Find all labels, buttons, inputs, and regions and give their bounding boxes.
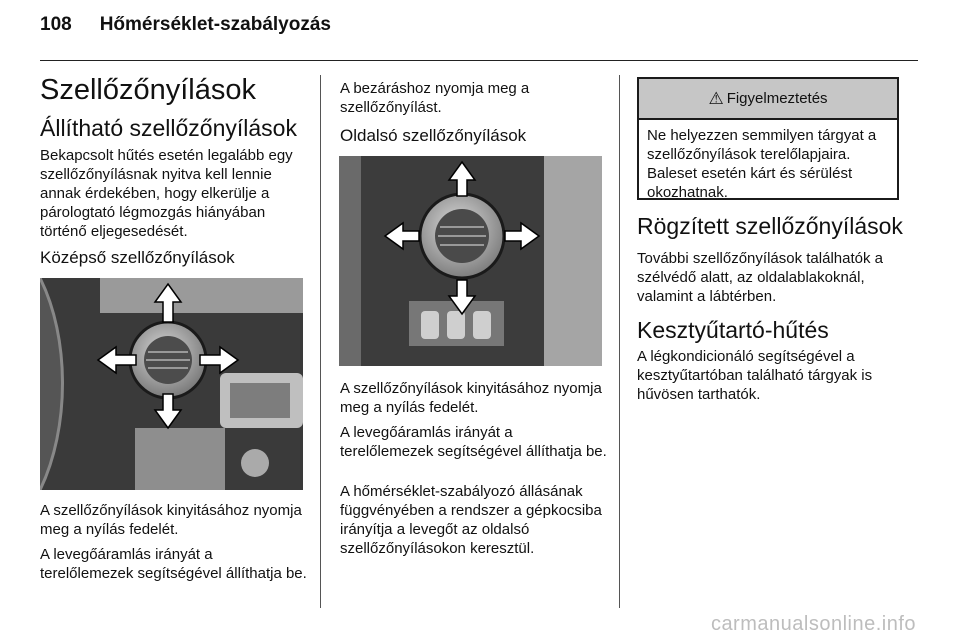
center-vent-figure bbox=[40, 278, 303, 490]
warning-header: ⚠ Figyelmeztetés bbox=[639, 79, 897, 120]
intro-paragraph: Bekapcsolt hűtés esetén legalább egy sze… bbox=[40, 147, 293, 240]
arrow-down-icon bbox=[447, 279, 477, 316]
column-divider-1 bbox=[320, 75, 321, 608]
section-heading: Szellőzőnyílások bbox=[40, 74, 256, 106]
center-open-paragraph: A szellőzőnyílások kinyitásához nyomja m… bbox=[40, 502, 302, 538]
arrow-down-icon bbox=[153, 393, 183, 430]
arrow-left-icon bbox=[96, 345, 137, 375]
fixed-vents-heading: Rögzített szellőzőnyílások bbox=[637, 213, 903, 239]
arrow-up-icon bbox=[447, 160, 477, 197]
watermark: carmanualsonline.info bbox=[710, 613, 916, 635]
side-direction-paragraph: A levegőáramlás irányát a terelőlemezek … bbox=[340, 424, 607, 460]
warning-box: ⚠ Figyelmeztetés Ne helyezzen semmilyen … bbox=[637, 77, 899, 201]
warning-body: Ne helyezzen semmilyen tárgyat a szellőz… bbox=[647, 127, 877, 201]
arrow-right-icon bbox=[199, 345, 240, 375]
warning-title: Figyelmeztetés bbox=[726, 90, 828, 107]
glovebox-paragraph: A légkondicionáló segítségével a kesztyű… bbox=[637, 348, 873, 403]
column-divider-2 bbox=[619, 75, 620, 608]
arrow-right-icon bbox=[504, 221, 541, 251]
side-vents-heading: Oldalsó szellőzőnyílások bbox=[340, 126, 527, 145]
header-rule bbox=[40, 60, 918, 61]
page-number: 108 bbox=[40, 14, 72, 35]
center-vents-heading: Középső szellőzőnyílások bbox=[40, 248, 235, 267]
arrow-left-icon bbox=[383, 221, 420, 251]
side-vent-figure bbox=[339, 156, 602, 366]
close-paragraph: A bezáráshoz nyomja meg a szellőzőnyílás… bbox=[340, 80, 530, 116]
warning-triangle-icon: ⚠ bbox=[708, 88, 724, 108]
temperature-paragraph: A hőmérséklet-szabályozó állásának függv… bbox=[340, 483, 602, 557]
side-open-paragraph: A szellőzőnyílások kinyitásához nyomja m… bbox=[340, 380, 602, 416]
subsection-heading: Állítható szellőzőnyílások bbox=[40, 115, 297, 141]
page-header: 108 Hőmérséklet-szabályozás bbox=[40, 14, 331, 36]
arrow-up-icon bbox=[153, 282, 183, 323]
fixed-vents-paragraph: További szellőzőnyílások találhatók a sz… bbox=[637, 250, 883, 305]
section-title: Hőmérséklet-szabályozás bbox=[99, 14, 331, 35]
glovebox-heading: Kesztyűtartó-hűtés bbox=[637, 317, 829, 343]
center-direction-paragraph: A levegőáramlás irányát a terelőlemezek … bbox=[40, 546, 307, 582]
